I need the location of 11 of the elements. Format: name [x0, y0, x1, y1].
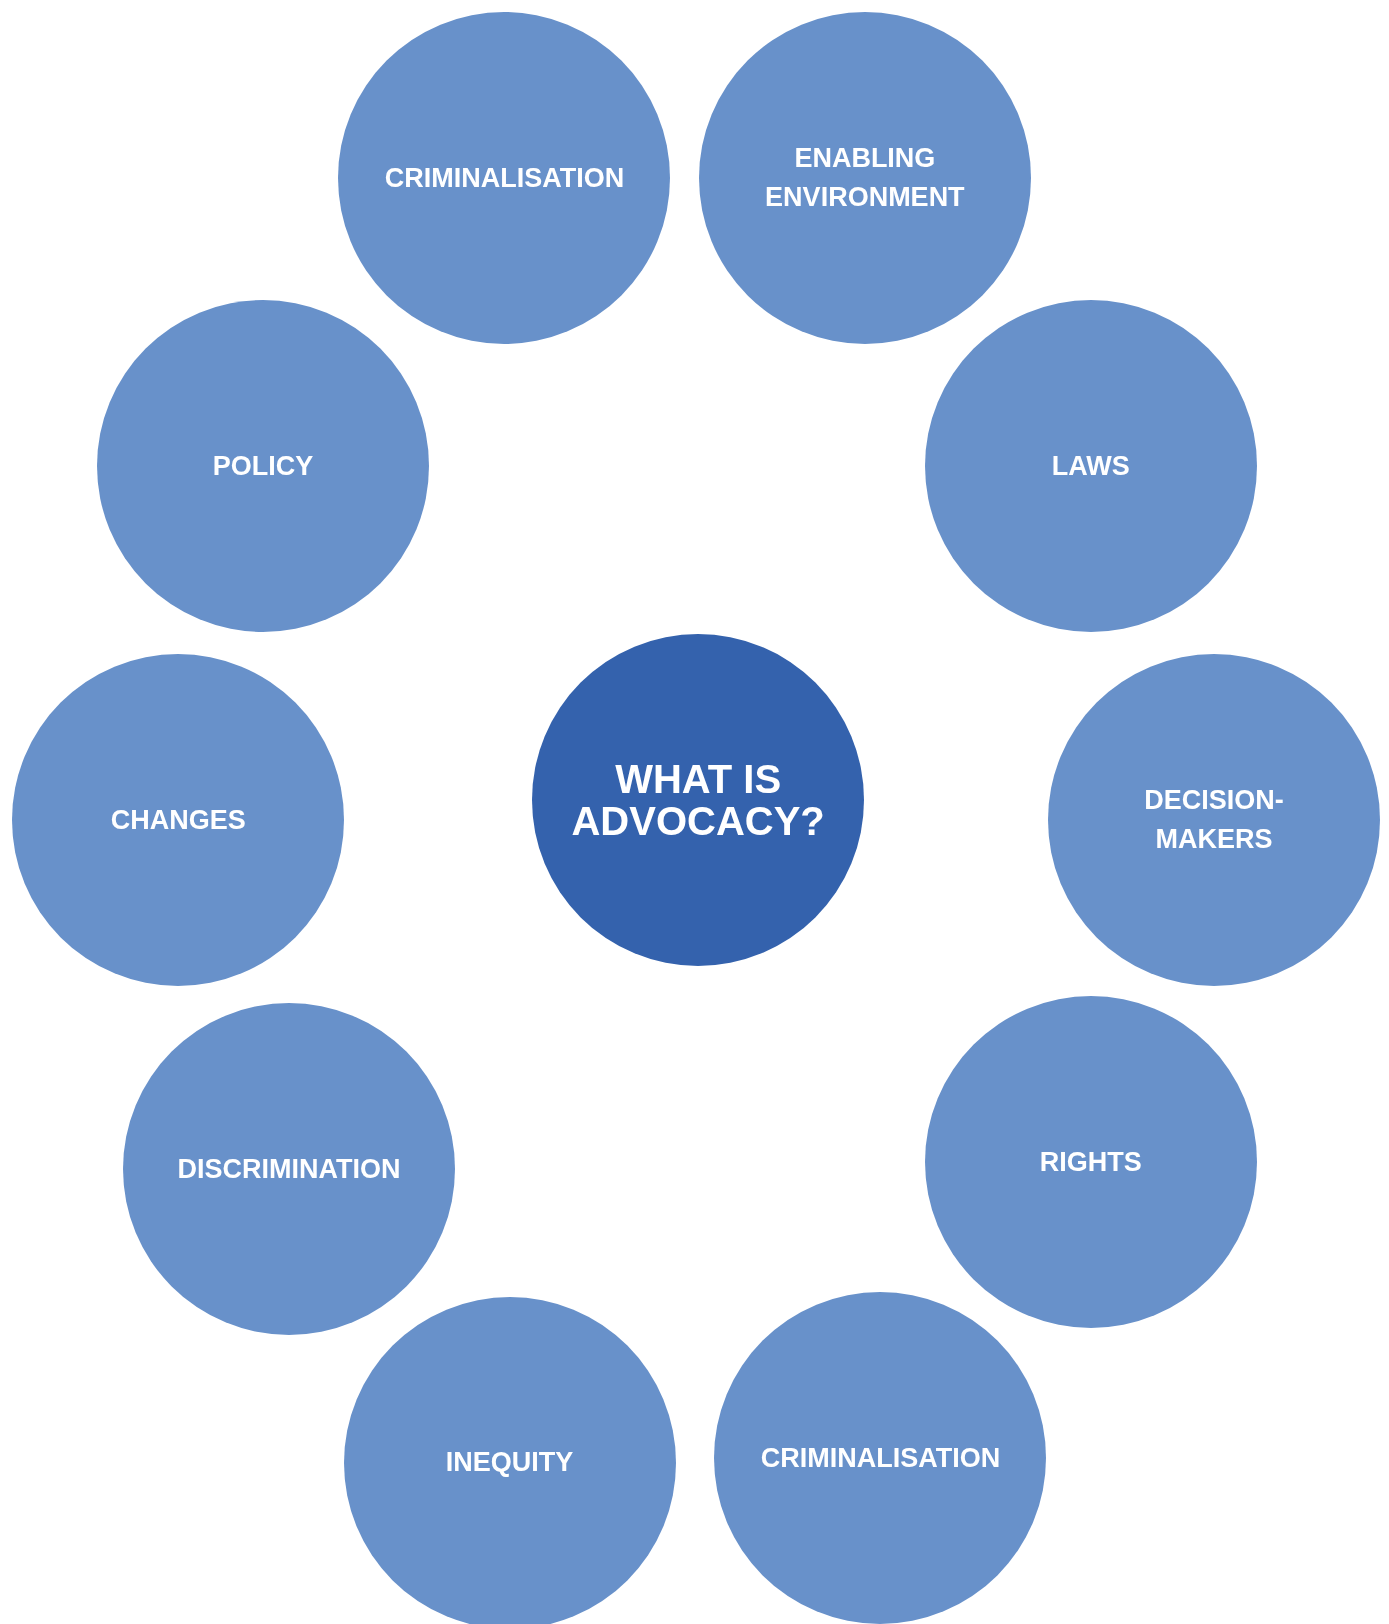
circle-label: POLICY [212, 449, 314, 483]
circle-label: CRIMINALISATION [760, 1441, 1001, 1475]
circle-label: RIGHTS [1039, 1145, 1142, 1179]
circle-label: WHAT IS ADVOCACY? [570, 757, 826, 842]
circle-label: ENABLING ENVIRONMENT [764, 142, 966, 215]
circle-label: CRIMINALISATION [384, 161, 625, 195]
circle-label: DISCRIMINATION [177, 1152, 401, 1186]
circle-label: CHANGES [110, 803, 246, 837]
circle-label: INEQUITY [445, 1445, 574, 1479]
circle-label: LAWS [1051, 449, 1130, 483]
circle-label: DECISION-MAKERS [1143, 784, 1285, 857]
